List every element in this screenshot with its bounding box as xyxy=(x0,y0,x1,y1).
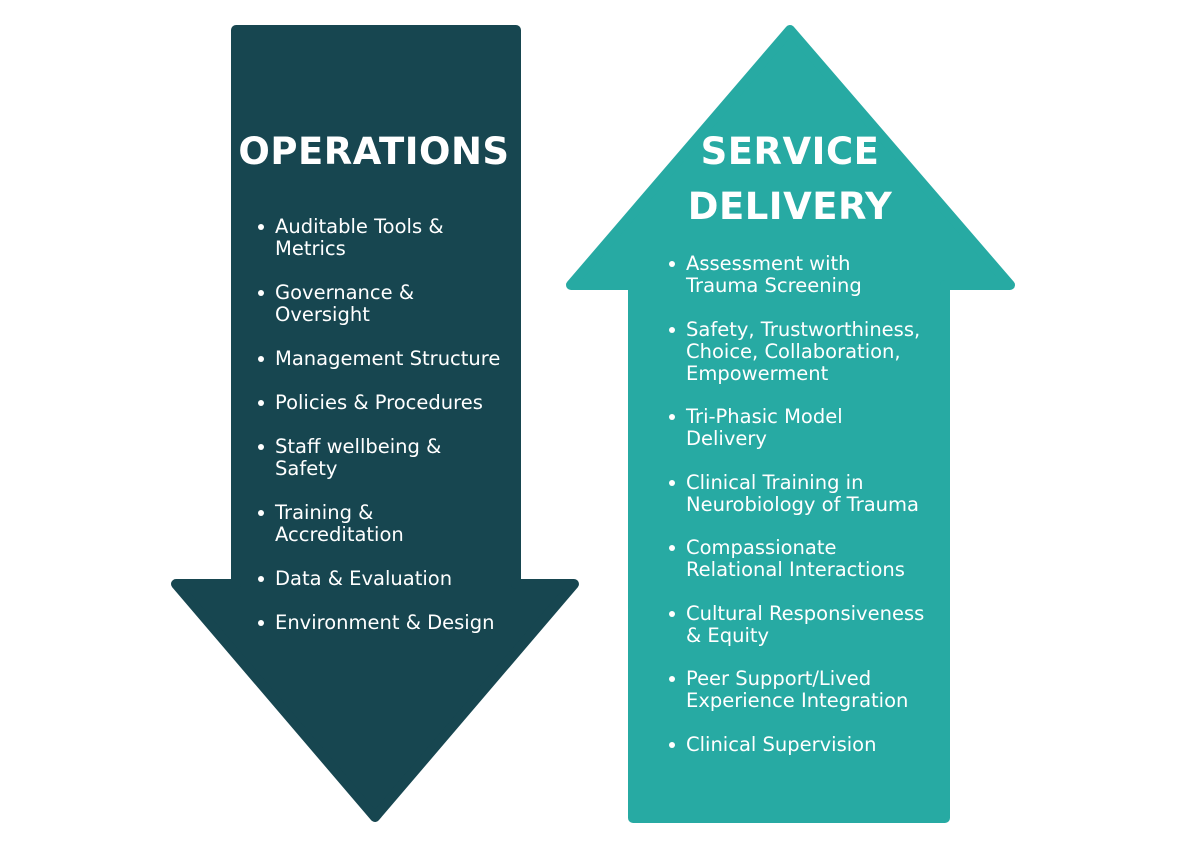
service-item-clinical-training: Clinical Training in Neurobiology of Tra… xyxy=(667,471,929,516)
service-item-safety-values: Safety, Trustworthiness, Choice, Collabo… xyxy=(667,318,929,385)
service-item-tri-phasic: Tri-Phasic Model Delivery xyxy=(667,406,929,450)
service-item-supervision: Clinical Supervision xyxy=(667,733,929,756)
operations-item-management-structure: Management Structure xyxy=(256,348,506,370)
service-delivery-up-arrow xyxy=(566,25,1015,823)
service-item-peer-support: Peer Support/Lived Experience Integratio… xyxy=(667,668,929,712)
service-item-assessment: Assessment with Trauma Screening xyxy=(667,253,929,297)
service-delivery-list: Assessment with Trauma Screening Safety,… xyxy=(667,253,929,777)
operations-item-environment: Environment & Design xyxy=(256,612,506,634)
service-item-cultural: Cultural Responsiveness & Equity xyxy=(667,602,929,647)
service-delivery-title-line1: SERVICE xyxy=(700,130,880,173)
operations-item-auditable-tools: Auditable Tools & Metrics xyxy=(256,216,506,260)
service-delivery-title-line2: DELIVERY xyxy=(687,185,893,228)
operations-item-staff-wellbeing: Staff wellbeing & Safety xyxy=(256,436,506,480)
operations-list: Auditable Tools & Metrics Governance & O… xyxy=(256,216,506,656)
operations-title: OPERATIONS xyxy=(238,130,510,173)
service-item-compassionate: Compassionate Relational Interactions xyxy=(667,537,929,581)
operations-item-governance: Governance & Oversight xyxy=(256,282,506,326)
operations-item-policies: Policies & Procedures xyxy=(256,392,506,414)
operations-item-training: Training & Accreditation xyxy=(256,502,506,546)
operations-down-arrow xyxy=(171,25,579,822)
operations-item-data-evaluation: Data & Evaluation xyxy=(256,568,506,590)
